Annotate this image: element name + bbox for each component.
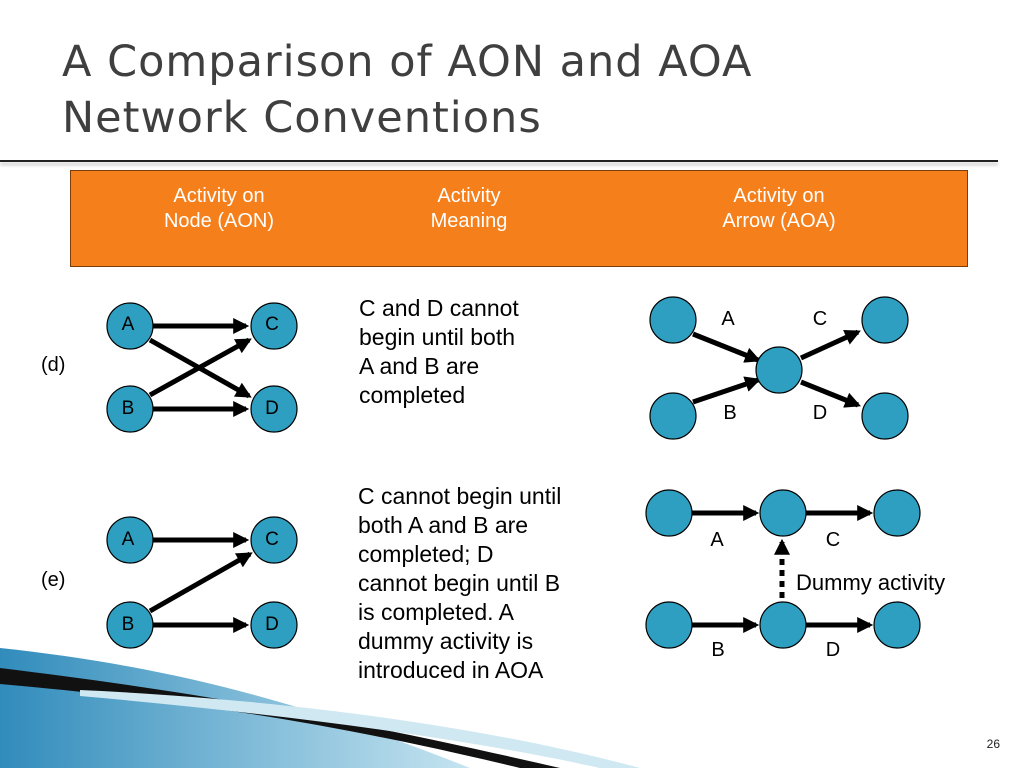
header-aoa-line-2: Arrow (AOA) <box>722 210 836 232</box>
aoa-e-node <box>645 489 693 537</box>
meaning-e-line: C cannot begin until <box>358 483 562 509</box>
header-aon: Activity on Node (AON) <box>149 184 289 234</box>
aon-e-label-b: B <box>122 614 135 635</box>
header-meaning-line-2: Meaning <box>430 210 508 232</box>
aon-d-node-b <box>106 385 154 433</box>
title-line-2: Network Conventions <box>62 93 542 143</box>
aoa-diagram-d: A C B D <box>649 296 909 440</box>
aoa-e-node <box>873 489 921 537</box>
slide-title: A Comparison of AON and AOA Network Conv… <box>62 34 962 146</box>
dummy-activity-label: Dummy activity <box>796 570 945 595</box>
header-meaning-line-1: Activity <box>437 185 501 207</box>
aoa-d-label-d: D <box>813 402 827 424</box>
aon-d-node-a <box>106 302 154 350</box>
aoa-e-node <box>645 601 693 649</box>
decorative-swoosh <box>0 648 640 768</box>
aoa-d-node <box>755 346 803 394</box>
header-aon-line-1: Activity on <box>173 185 265 207</box>
aon-e-node-c <box>250 516 298 564</box>
aoa-d-node <box>861 392 909 440</box>
meaning-d: C and D cannot begin until both A and B … <box>359 294 519 410</box>
aoa-e-node <box>873 601 921 649</box>
aon-e-label-a: A <box>122 529 135 550</box>
aon-diagram-e: A B C D <box>106 516 298 649</box>
title-divider <box>0 160 998 162</box>
title-line-1: A Comparison of AON and AOA <box>62 37 753 87</box>
row-label-d: (d) <box>41 354 66 376</box>
header-aon-line-2: Node (AON) <box>163 210 275 232</box>
meaning-e-line: cannot begin until B <box>358 570 561 596</box>
aon-e-node-a <box>106 516 154 564</box>
meaning-d-line: begin until both <box>359 324 516 350</box>
aoa-d-arrow-c <box>799 329 861 361</box>
aoa-d-node <box>861 296 909 344</box>
aon-e-label-c: C <box>265 529 279 550</box>
aoa-d-node <box>649 296 697 344</box>
aoa-e-node <box>759 489 807 537</box>
row-label-e: (e) <box>41 569 66 591</box>
table-header: Activity on Node (AON) Activity Meaning … <box>70 170 968 267</box>
aon-d-label-b: B <box>122 398 135 419</box>
meaning-e: C cannot begin until both A and B are co… <box>358 482 561 685</box>
aoa-e-label-b: B <box>711 639 724 661</box>
aoa-diagram-e: A C B D Dummy activity <box>645 489 945 661</box>
aon-e-edge-b-c <box>148 551 253 614</box>
aon-e-node-b <box>106 601 154 649</box>
meaning-e-line: introduced in AOA <box>358 657 544 683</box>
meaning-e-line: both A and B are <box>358 512 529 538</box>
aon-d-label-d: D <box>265 398 279 419</box>
aon-d-label-c: C <box>265 314 279 335</box>
meaning-e-line: completed; D <box>358 541 494 567</box>
header-aoa-line-1: Activity on <box>733 185 825 207</box>
aon-e-label-d: D <box>265 614 279 635</box>
page-number: 26 <box>986 737 1000 751</box>
meaning-e-line: is completed. A <box>358 599 514 625</box>
aoa-d-label-b: B <box>723 402 736 424</box>
aon-d-node-d <box>250 385 298 433</box>
header-meaning: Activity Meaning <box>399 184 539 234</box>
aon-d-label-a: A <box>122 314 135 335</box>
aoa-d-arrow-b <box>692 376 762 405</box>
aoa-d-arrow-d <box>800 379 861 408</box>
meaning-d-line: A and B are <box>359 353 480 379</box>
aoa-d-arrow-a <box>692 331 761 363</box>
meaning-e-line: dummy activity is <box>358 628 534 654</box>
aoa-e-label-c: C <box>826 529 840 551</box>
aoa-d-label-c: C <box>813 308 827 330</box>
aoa-e-node <box>759 601 807 649</box>
meaning-d-line: completed <box>359 382 466 408</box>
header-aoa: Activity on Arrow (AOA) <box>699 184 859 234</box>
aoa-e-label-a: A <box>710 529 724 551</box>
aoa-d-label-a: A <box>721 308 735 330</box>
aon-d-node-c <box>250 302 298 350</box>
aoa-e-label-d: D <box>826 639 840 661</box>
aon-diagram-d: A B C D <box>106 302 298 433</box>
aon-d-edge-b-c <box>148 337 252 398</box>
aoa-d-node <box>649 392 697 440</box>
aon-e-node-d <box>250 601 298 649</box>
meaning-d-line: C and D cannot <box>359 295 519 321</box>
